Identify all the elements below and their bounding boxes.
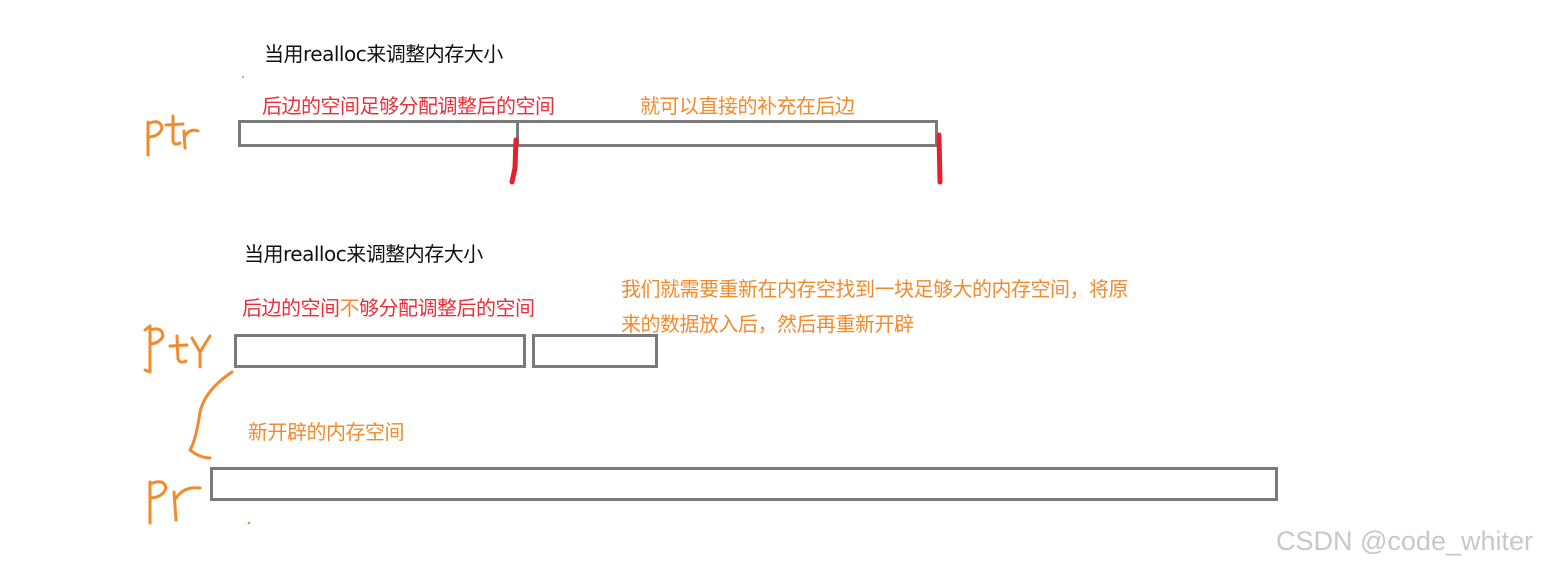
original-memory-block-2 (234, 334, 526, 368)
section2-red-note-part-a: 后边的空间 (242, 296, 340, 320)
new-memory-block (210, 467, 1278, 501)
ptr-handwritten-1 (146, 114, 200, 157)
section2-red-note-not: 不 (339, 296, 360, 320)
red-marker-left (509, 137, 519, 185)
stray-dot-top (242, 76, 244, 78)
section2-orange-note-line2: 来的数据放入后，然后再重新开辟 (621, 312, 914, 336)
stray-dot-bottom (247, 521, 251, 525)
section1-title: 当用realloc来调整内存大小 (264, 42, 503, 66)
handwritten-arrow (188, 370, 234, 460)
ptr-handwritten-2 (143, 324, 212, 374)
occupied-memory-block-2 (532, 334, 658, 368)
watermark: CSDN @code_whiter (1276, 526, 1534, 556)
red-marker-right (936, 132, 943, 185)
section2-red-note: 后边的空间不够分配调整后的空间 (242, 296, 535, 320)
section1-orange-note: 就可以直接的补充在后边 (640, 94, 855, 118)
section2-orange-note-line1: 我们就需要重新在内存空找到一块足够大的内存空间，将原 (621, 277, 1129, 301)
ptr-handwritten-3 (148, 480, 202, 525)
section2-red-note-part-c: 够分配调整后的空间 (359, 296, 535, 320)
section2-title: 当用realloc来调整内存大小 (244, 242, 483, 266)
section1-red-note: 后边的空间足够分配调整后的空间 (262, 94, 555, 118)
new-space-label: 新开辟的内存空间 (248, 420, 405, 444)
extended-memory-block-1 (516, 120, 938, 147)
